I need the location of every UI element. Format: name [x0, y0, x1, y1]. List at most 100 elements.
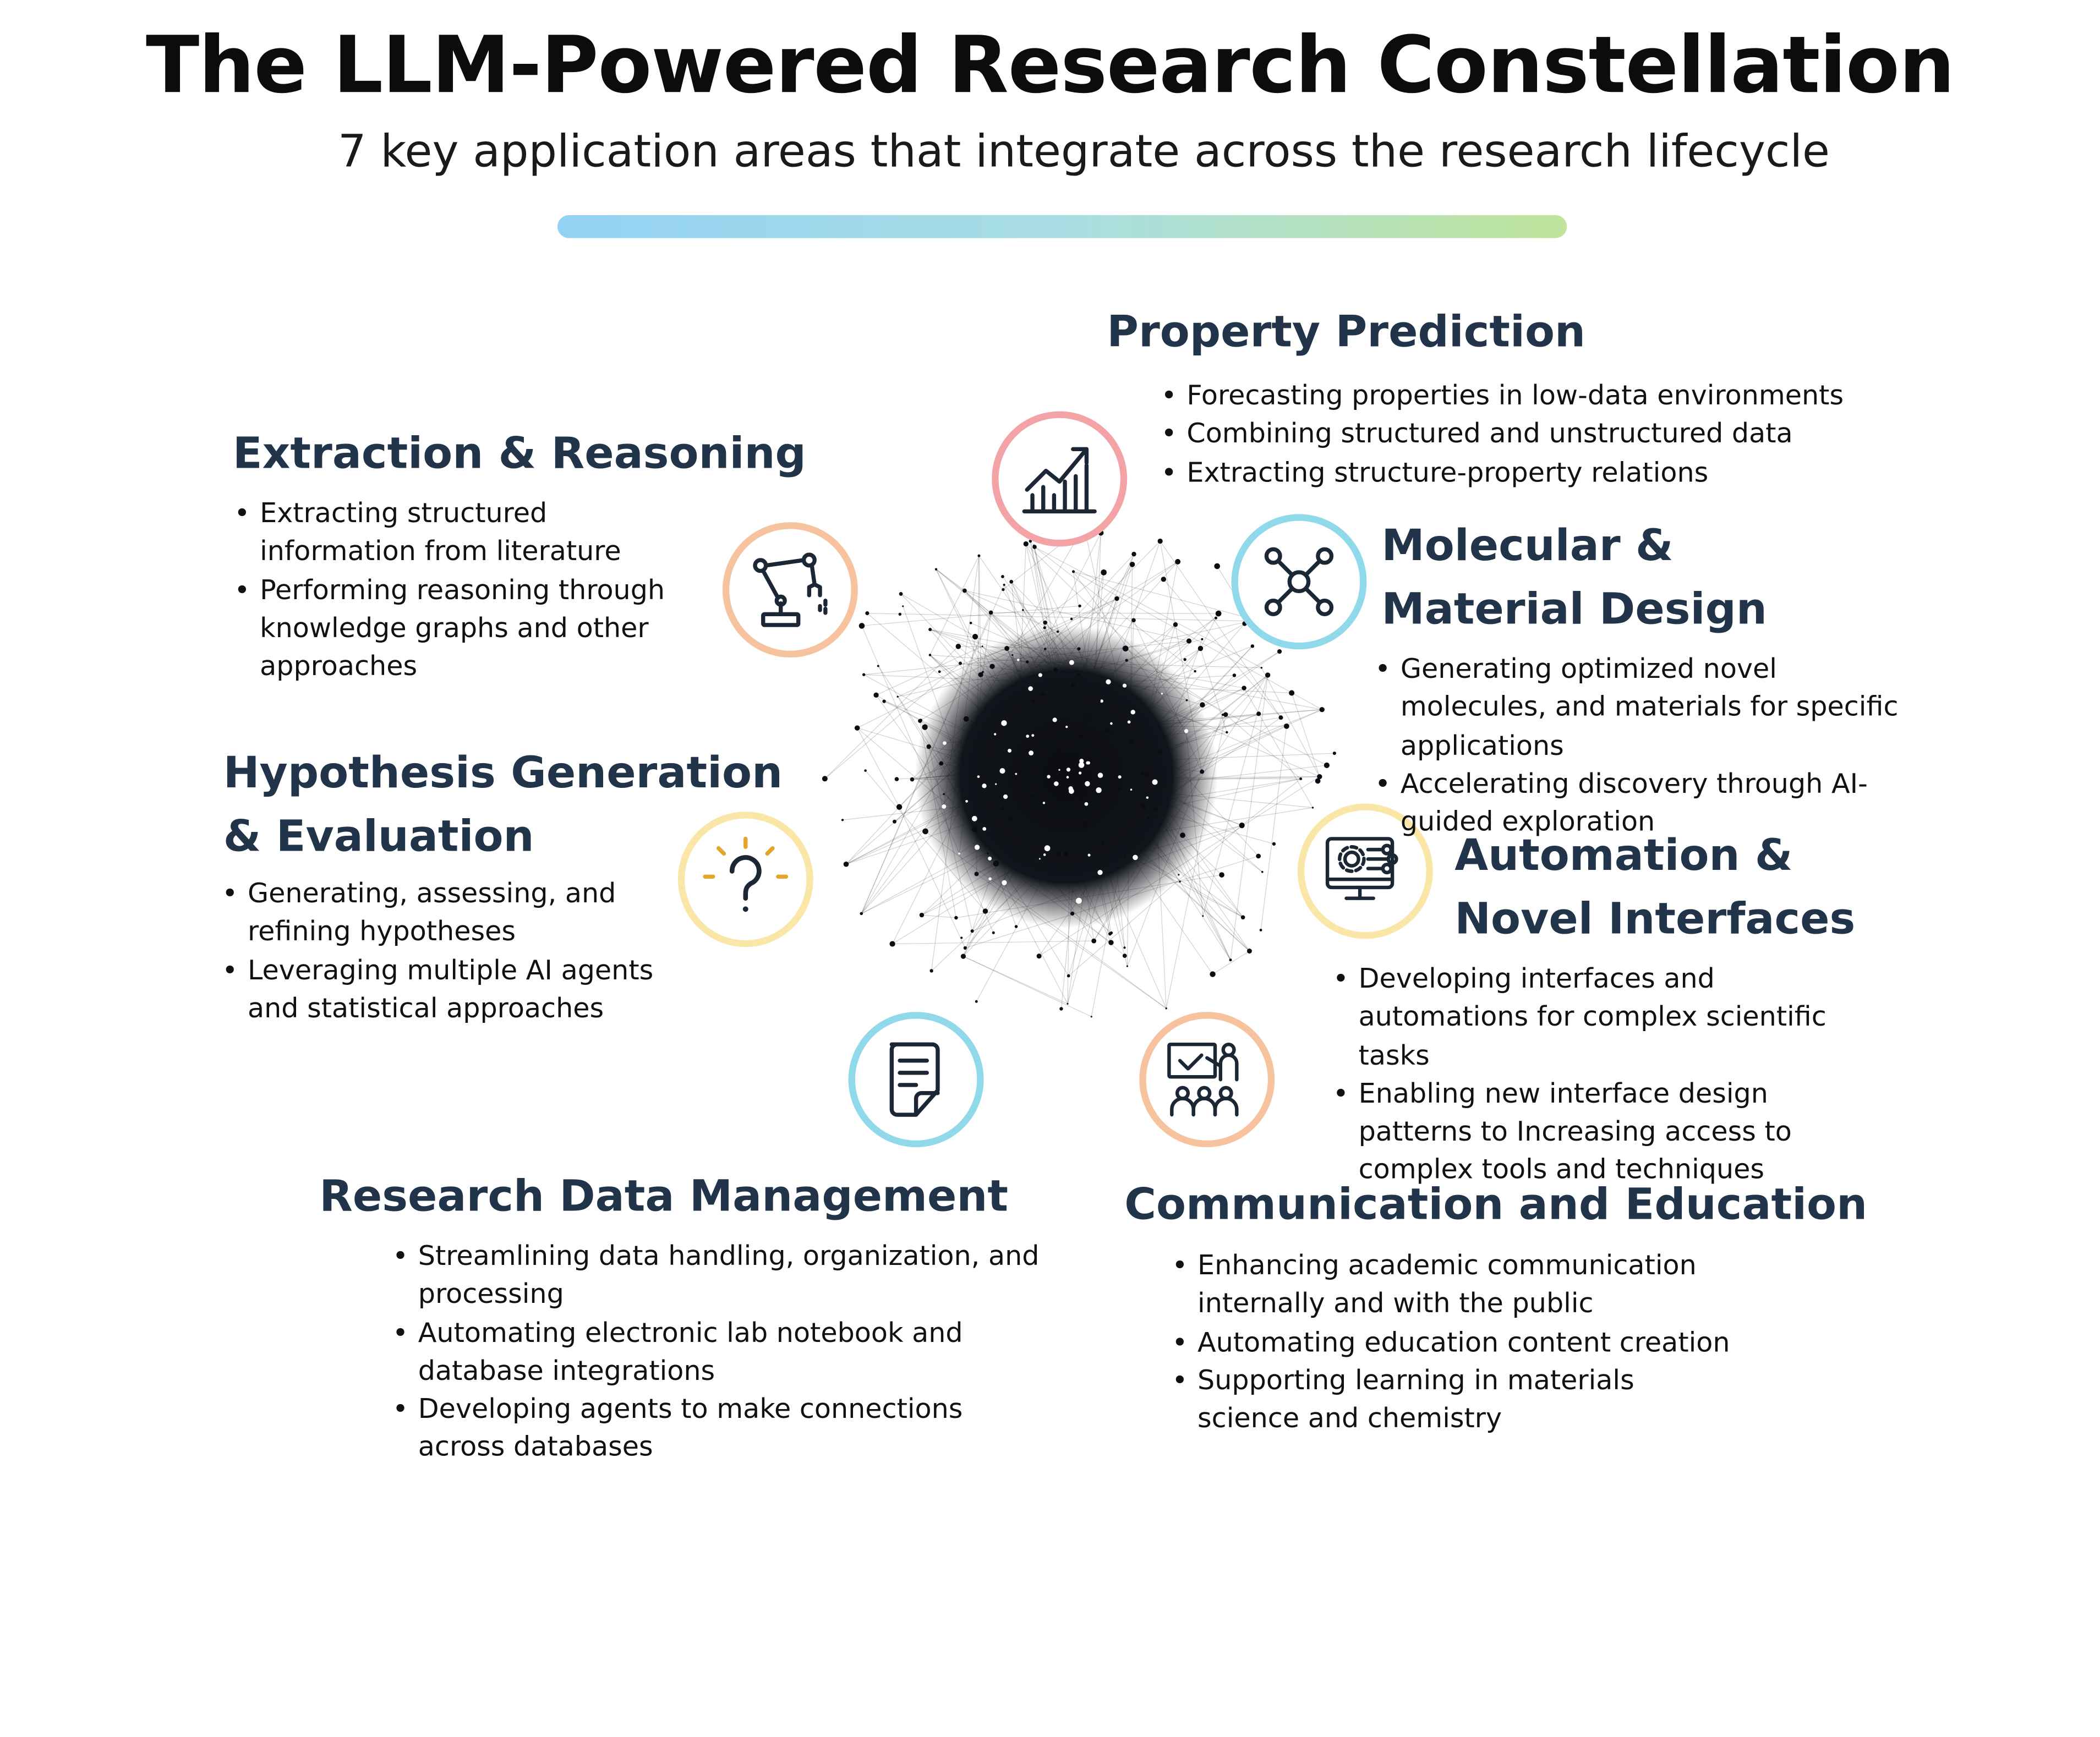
- network-node: [961, 954, 966, 959]
- network-node: [1242, 686, 1246, 690]
- network-node: [895, 777, 899, 781]
- network-node: [1055, 750, 1060, 756]
- network-node: [1071, 683, 1075, 687]
- network-node: [1032, 700, 1035, 703]
- network-node: [978, 672, 983, 677]
- title-line: Molecular &: [1381, 514, 1767, 578]
- network-node: [1126, 966, 1128, 967]
- network-node: [1131, 618, 1136, 623]
- network-node: [889, 941, 895, 946]
- network-node: [1085, 802, 1089, 806]
- communication-badge: [1139, 1012, 1275, 1147]
- list-item: Developing interfaces and automations fo…: [1333, 959, 1888, 1074]
- network-node: [1315, 779, 1321, 784]
- list-item: Performing reasoning through knowledge g…: [234, 571, 667, 686]
- network-node: [1128, 720, 1131, 724]
- network-node: [1022, 609, 1024, 611]
- title-line: & Evaluation: [223, 805, 783, 869]
- network-node: [1033, 545, 1035, 547]
- network-node: [1184, 729, 1188, 733]
- property-prediction-bullets: Forecasting properties in low-data envir…: [1161, 376, 1865, 491]
- network-node: [972, 826, 977, 832]
- network-node: [956, 644, 961, 649]
- network-node: [1081, 804, 1085, 808]
- network-node: [1233, 673, 1237, 677]
- title-line: Hypothesis Generation: [223, 741, 783, 805]
- list-item: Generating, assessing, and refining hypo…: [222, 874, 655, 950]
- network-node: [1038, 673, 1042, 677]
- network-node: [989, 611, 993, 615]
- molecular-design-title: Molecular & Material Design: [1381, 514, 1767, 641]
- network-node: [922, 829, 928, 835]
- network-node: [1004, 646, 1009, 651]
- network-node: [896, 804, 902, 809]
- page-subtitle: 7 key application areas that integrate a…: [0, 124, 2100, 177]
- network-node: [1226, 731, 1228, 733]
- network-node: [1043, 802, 1045, 804]
- network-node: [1166, 1007, 1167, 1009]
- network-node: [1118, 775, 1122, 779]
- network-node: [1123, 683, 1126, 687]
- network-node: [1001, 720, 1007, 726]
- network-edge: [1292, 693, 1320, 776]
- network-node: [1129, 739, 1134, 744]
- network-node: [1251, 644, 1254, 648]
- data-management-title: Research Data Management: [319, 1165, 1008, 1229]
- network-node: [1078, 820, 1080, 823]
- network-node: [1009, 580, 1013, 584]
- network-node: [1070, 618, 1073, 620]
- network-node: [1241, 916, 1245, 920]
- network-node: [1123, 946, 1125, 949]
- network-node: [1186, 699, 1188, 702]
- network-node: [1141, 772, 1144, 775]
- network-node: [1054, 781, 1059, 786]
- network-node: [1097, 870, 1102, 875]
- network-edge: [857, 728, 899, 807]
- network-node: [1067, 768, 1070, 771]
- list-item: Automating electronic lab notebook and d…: [392, 1313, 1042, 1389]
- network-node: [1088, 854, 1091, 857]
- network-node: [975, 845, 980, 850]
- network-node: [1026, 660, 1029, 663]
- network-node: [1277, 649, 1282, 654]
- list-item: Enabling new interface design patterns t…: [1333, 1074, 1888, 1189]
- network-node: [1044, 648, 1047, 650]
- network-node: [1064, 760, 1069, 765]
- network-node: [882, 699, 885, 703]
- network-node: [1130, 562, 1135, 567]
- network-node: [1053, 668, 1057, 672]
- communication-title: Communication and Education: [1124, 1173, 1867, 1237]
- network-node: [1091, 1016, 1092, 1017]
- list-item: Streamlining data handling, organization…: [392, 1236, 1042, 1313]
- network-node: [1202, 915, 1204, 917]
- extraction-reasoning-title: Extraction & Reasoning: [233, 422, 806, 486]
- list-item: Enhancing academic communication interna…: [1172, 1246, 1740, 1323]
- list-item: Developing agents to make connections ac…: [392, 1390, 1042, 1466]
- network-node: [1026, 735, 1029, 738]
- network-node: [864, 769, 867, 772]
- network-edge: [1261, 668, 1319, 777]
- page-title: The LLM-Powered Research Constellation: [0, 19, 2100, 111]
- network-node: [1029, 750, 1033, 755]
- network-node: [1086, 716, 1089, 719]
- network-node: [943, 741, 947, 745]
- network-node: [1079, 771, 1081, 774]
- network-node: [1101, 841, 1104, 843]
- network-node: [1141, 804, 1146, 809]
- network-node: [1145, 772, 1150, 777]
- network-node: [1011, 654, 1013, 656]
- network-node: [1118, 787, 1121, 790]
- network-node: [1031, 734, 1034, 737]
- network-node: [873, 693, 878, 698]
- network-node: [1173, 622, 1178, 627]
- network-node: [865, 611, 869, 615]
- network-node: [1324, 763, 1330, 768]
- network-node: [844, 862, 849, 867]
- network-node: [929, 969, 933, 972]
- automation-bullets: Developing interfaces and automations fo…: [1333, 959, 1888, 1188]
- network-node: [1079, 759, 1084, 763]
- network-node: [1082, 821, 1089, 828]
- network-node: [1256, 711, 1261, 716]
- network-node: [1003, 794, 1008, 799]
